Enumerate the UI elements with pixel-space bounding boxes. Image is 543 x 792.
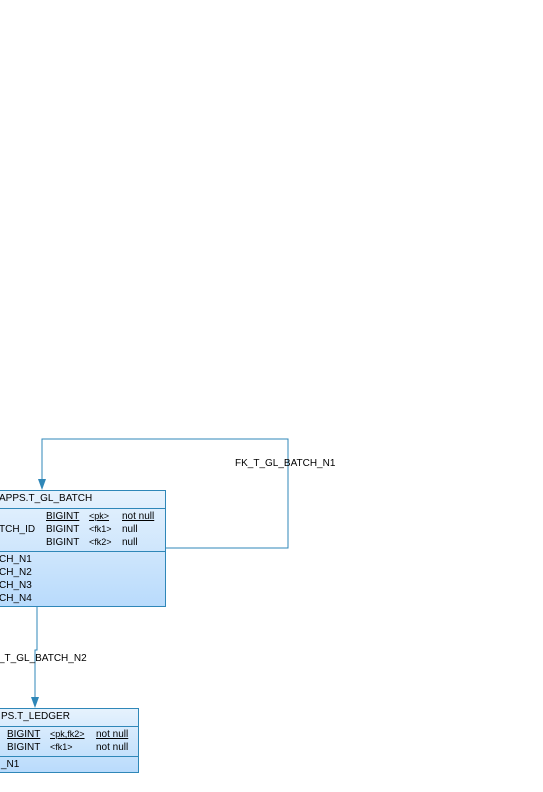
column-list: BIGINT <pk> not null TCH_ID BIGINT <fk1>… bbox=[0, 508, 165, 552]
entity-t-ledger[interactable]: PS.T_LEDGER BIGINT <pk,fk2> not null BIG… bbox=[0, 708, 139, 773]
column-row[interactable]: BIGINT <fk2> null bbox=[0, 536, 165, 549]
column-row[interactable]: BIGINT <pk> not null bbox=[0, 510, 165, 523]
column-key: <fk1> bbox=[89, 524, 112, 534]
fk-self-reference-label: FK_T_GL_BATCH_N1 bbox=[235, 458, 336, 469]
column-type: BIGINT bbox=[46, 511, 80, 522]
entity-t-gl-batch[interactable]: APPS.T_GL_BATCH BIGINT <pk> not null TCH… bbox=[0, 490, 166, 607]
index-item[interactable]: CH_N3 bbox=[0, 580, 32, 591]
index-list: CH_N1 CH_N2 CH_N3 CH_N4 bbox=[0, 552, 165, 606]
index-list: _N1 bbox=[0, 757, 138, 772]
index-item[interactable]: CH_N1 bbox=[0, 554, 32, 565]
fk-self-reference-arrowhead bbox=[38, 479, 46, 490]
column-type: BIGINT bbox=[46, 537, 80, 548]
column-row[interactable]: BIGINT <pk,fk2> not null bbox=[0, 728, 138, 741]
index-item[interactable]: CH_N2 bbox=[0, 567, 32, 578]
column-row[interactable]: TCH_ID BIGINT <fk1> null bbox=[0, 523, 165, 536]
column-key: <fk1> bbox=[50, 742, 73, 752]
column-nullability: not null bbox=[122, 511, 155, 522]
fk-self-reference-line[interactable] bbox=[41, 438, 289, 549]
index-item[interactable]: _N1 bbox=[1, 759, 20, 770]
column-key: <pk,fk2> bbox=[50, 729, 85, 739]
entity-title: APPS.T_GL_BATCH bbox=[0, 491, 165, 509]
entity-title-text: APPS.T_GL_BATCH bbox=[0, 493, 93, 504]
column-nullability: not null bbox=[96, 742, 129, 753]
column-type: BIGINT bbox=[7, 729, 41, 740]
column-key: <fk2> bbox=[89, 537, 112, 547]
column-nullability: null bbox=[122, 537, 138, 548]
fk-batch-ledger-label: _T_GL_BATCH_N2 bbox=[0, 653, 87, 664]
index-item[interactable]: CH_N4 bbox=[0, 593, 32, 604]
column-row[interactable]: BIGINT <fk1> not null bbox=[0, 741, 138, 754]
column-nullability: not null bbox=[96, 729, 129, 740]
column-list: BIGINT <pk,fk2> not null BIGINT <fk1> no… bbox=[0, 726, 138, 757]
entity-title-text: PS.T_LEDGER bbox=[1, 711, 70, 722]
column-nullability: null bbox=[122, 524, 138, 535]
column-type: BIGINT bbox=[46, 524, 80, 535]
entity-title: PS.T_LEDGER bbox=[0, 709, 138, 727]
fk-batch-ledger-line[interactable] bbox=[34, 606, 38, 699]
column-type: BIGINT bbox=[7, 742, 41, 753]
column-name: TCH_ID bbox=[0, 524, 36, 535]
fk-batch-ledger-arrowhead bbox=[31, 697, 39, 708]
column-key: <pk> bbox=[89, 511, 110, 521]
